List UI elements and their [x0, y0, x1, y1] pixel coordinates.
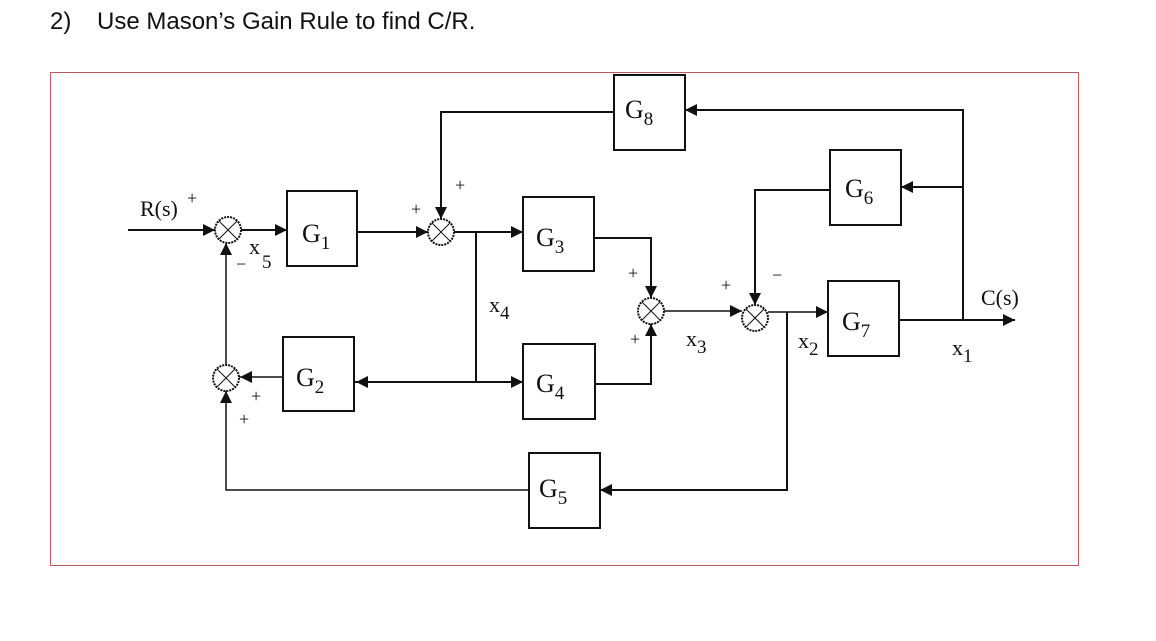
arrow-icon — [511, 376, 523, 388]
arrow-icon — [240, 371, 252, 383]
input-label: R(s) — [140, 196, 178, 221]
svg-text:G6: G6 — [845, 174, 873, 209]
diagram-frame — [50, 72, 1079, 566]
block-g2: G2 — [282, 336, 355, 412]
wire-g6-sum4 — [754, 189, 830, 305]
svg-text:G5: G5 — [539, 474, 567, 509]
arrow-icon — [901, 181, 913, 193]
sign-sum2-top: + — [455, 175, 465, 195]
sign-sum3-top: + — [628, 263, 638, 283]
block-g4: G4 — [522, 343, 596, 420]
wire-g5-sum5 — [225, 391, 529, 491]
svg-text:G3: G3 — [536, 223, 564, 258]
signal-x2-label: x2 — [798, 328, 819, 360]
arrow-icon — [356, 376, 368, 388]
summing-junction-5 — [212, 364, 240, 392]
arrow-icon — [220, 391, 232, 403]
block-g7: G7 — [827, 280, 900, 357]
svg-text:G7: G7 — [842, 307, 870, 342]
wire-x1-g8 — [685, 109, 964, 320]
arrow-icon — [1003, 314, 1015, 326]
sign-sum1-feedback: − — [236, 254, 246, 274]
arrow-icon — [645, 286, 657, 298]
svg-text:G4: G4 — [536, 369, 565, 404]
block-g6: G6 — [829, 149, 902, 226]
signal-x1-label: x1 — [952, 335, 973, 367]
sign-sum1-input: + — [187, 188, 197, 208]
signal-x5-label: x5 — [249, 234, 272, 273]
summing-junction-3 — [637, 297, 665, 325]
sign-sum4-top: − — [772, 265, 782, 285]
output-label: C(s) — [981, 285, 1019, 310]
sign-sum4-left: + — [721, 275, 731, 295]
arrow-icon — [416, 226, 428, 238]
svg-text:G2: G2 — [296, 363, 324, 398]
block-g1: G1 — [286, 190, 358, 267]
summing-junction-4 — [741, 304, 769, 332]
svg-text:G8: G8 — [625, 95, 653, 130]
wire-g4-sum3 — [595, 324, 652, 385]
question-number: 2) — [50, 8, 72, 35]
arrow-icon — [511, 226, 523, 238]
block-g3: G3 — [522, 196, 595, 272]
wire-g8-sum2 — [440, 111, 614, 219]
arrow-icon — [749, 293, 761, 305]
summing-junction-2 — [427, 218, 455, 246]
arrow-icon — [645, 324, 657, 336]
question-heading: 2) Use Mason’s Gain Rule to find C/R. — [50, 8, 475, 36]
arrow-icon — [600, 484, 612, 496]
arrow-icon — [275, 224, 287, 236]
block-g5: G5 — [528, 452, 601, 529]
wire-x2-g5 — [600, 312, 788, 491]
sign-sum5-right: + — [251, 386, 261, 406]
wire-g3-sum3 — [594, 237, 652, 298]
summing-junction-1 — [214, 216, 242, 244]
arrow-icon — [685, 104, 697, 116]
arrow-icon — [220, 243, 232, 255]
arrow-icon — [435, 207, 447, 219]
arrow-icon — [730, 305, 742, 317]
sign-sum3-bottom: + — [630, 329, 640, 349]
sign-sum5-bottom: + — [239, 409, 249, 429]
block-g8: G8 — [613, 74, 686, 151]
signal-x4-label: x4 — [489, 292, 510, 324]
arrow-icon — [203, 224, 215, 236]
question-text: Use Mason’s Gain Rule to find C/R. — [97, 8, 476, 35]
sign-sum2-left: + — [411, 199, 421, 219]
arrow-icon — [816, 306, 828, 318]
svg-text:G1: G1 — [302, 219, 330, 254]
signal-x3-label: x3 — [686, 326, 707, 358]
